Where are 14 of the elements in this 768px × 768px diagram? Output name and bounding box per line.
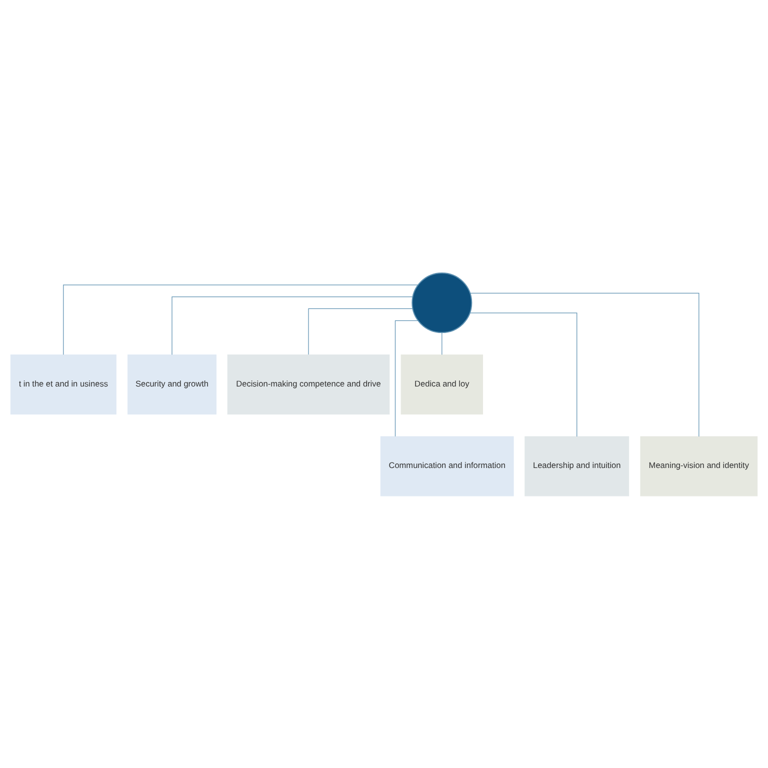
node-box: Dedica and loy <box>400 354 484 414</box>
node-box: Communication and information <box>380 436 514 496</box>
node-box: Leadership and intuition <box>524 436 630 496</box>
connector <box>470 292 700 436</box>
node-box: Meaning-vision and identity <box>640 436 758 496</box>
connector <box>172 296 414 354</box>
node-circle <box>412 272 472 333</box>
node-box: t in the et and in usiness <box>10 354 116 414</box>
node-box: Decision-making competence and drive <box>227 354 390 414</box>
connector <box>394 320 418 436</box>
connector <box>308 308 413 354</box>
connector <box>63 284 418 354</box>
connector <box>470 312 578 436</box>
node-box: Security and growth <box>128 354 216 414</box>
